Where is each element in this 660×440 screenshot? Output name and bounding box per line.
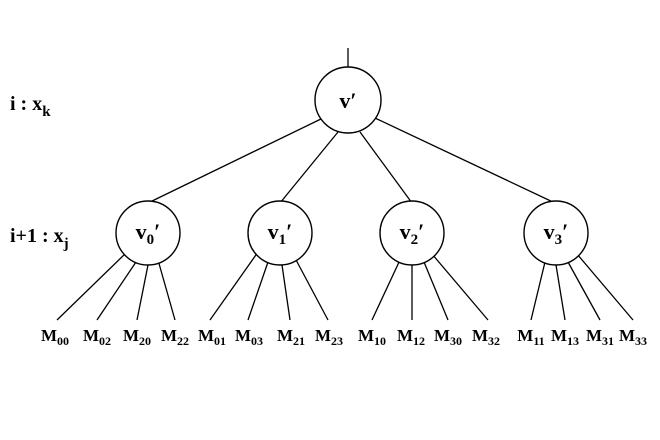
child-node-v0-label: v0′	[136, 219, 161, 248]
leaf-label: M03	[235, 326, 263, 348]
edge-root-v2	[359, 131, 413, 204]
child-node-v3-label: v3′	[544, 219, 569, 248]
child-node-v3: v3′	[523, 200, 589, 266]
leaf-label: M20	[123, 326, 151, 348]
child-node-v2: v2′	[379, 200, 445, 266]
leaves-v0: M00 M02 M20 M22	[41, 326, 189, 348]
leaf-label: M21	[277, 326, 305, 348]
edge-root-v0	[147, 117, 324, 204]
leaves-v1: M01 M03 M21 M23	[198, 326, 343, 348]
edges-v1-leaves	[209, 251, 329, 321]
leaves-v3: M11 M13 M31 M33	[517, 326, 647, 348]
leaf-label: M22	[161, 326, 189, 348]
edge-root-v1	[279, 131, 339, 204]
root-node-label: v′	[339, 88, 356, 113]
leaf-label: M02	[83, 326, 111, 348]
leaf-label: M30	[434, 326, 462, 348]
leaf-label: M33	[619, 326, 647, 348]
level-label-i: i : xk	[10, 93, 51, 120]
child-node-v1: v1′	[247, 200, 313, 266]
edges-v2-leaves	[371, 253, 489, 321]
leaf-label: M01	[198, 326, 226, 348]
level-label-i1: i+1 : xj	[10, 225, 69, 252]
level-label-i-sub: k	[42, 104, 51, 120]
leaf-label: M32	[472, 326, 500, 348]
leaf-label: M23	[315, 326, 343, 348]
leaf-label: M11	[517, 326, 544, 348]
child-node-v2-label: v2′	[400, 219, 425, 248]
level-label-i1-sub: j	[63, 236, 69, 252]
level-label-i1-main: i+1 : x	[10, 225, 64, 247]
leaf-label: M12	[397, 326, 425, 348]
child-node-v0: v0′	[115, 200, 181, 266]
level-label-i-main: i : x	[10, 93, 42, 115]
leaf-label: M13	[551, 326, 579, 348]
leaves-v2: M10 M12 M30 M32	[358, 326, 500, 348]
leaf-label: M10	[358, 326, 386, 348]
root-node: v′	[314, 66, 382, 134]
edge-root-v3	[374, 117, 556, 204]
leaf-label: M00	[41, 326, 69, 348]
edges-v3-leaves	[530, 253, 634, 321]
edges-v0-leaves	[56, 251, 176, 321]
leaf-label: M31	[586, 326, 614, 348]
child-node-v1-label: v1′	[268, 219, 293, 248]
